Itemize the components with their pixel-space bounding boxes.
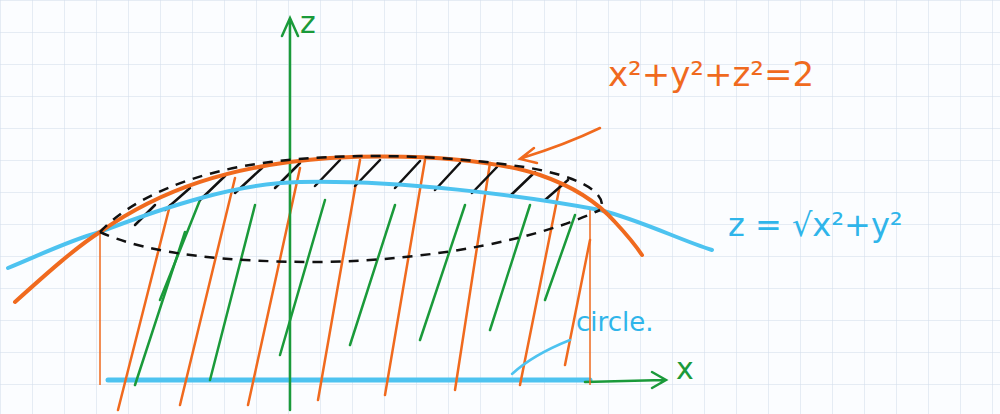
- sphere-curve: [15, 157, 642, 302]
- pointer-arrow: [520, 128, 600, 163]
- circle-label: circle.: [576, 308, 653, 337]
- z-axis: [282, 18, 298, 410]
- cap-hatch: [135, 160, 568, 225]
- axis-label: z: [300, 6, 316, 39]
- intersection-circle: [100, 210, 600, 262]
- x-axis: [585, 372, 666, 388]
- projection-line: [100, 210, 590, 385]
- circle-segment: [108, 378, 590, 383]
- axis-label: x: [676, 352, 694, 385]
- green-hatch: [135, 200, 575, 385]
- cone-equation: z = √x²+y²: [728, 208, 903, 243]
- leader-line: [512, 340, 570, 374]
- sphere-equation: x²+y²+z²=2: [608, 56, 814, 93]
- cap-outline: [100, 156, 602, 232]
